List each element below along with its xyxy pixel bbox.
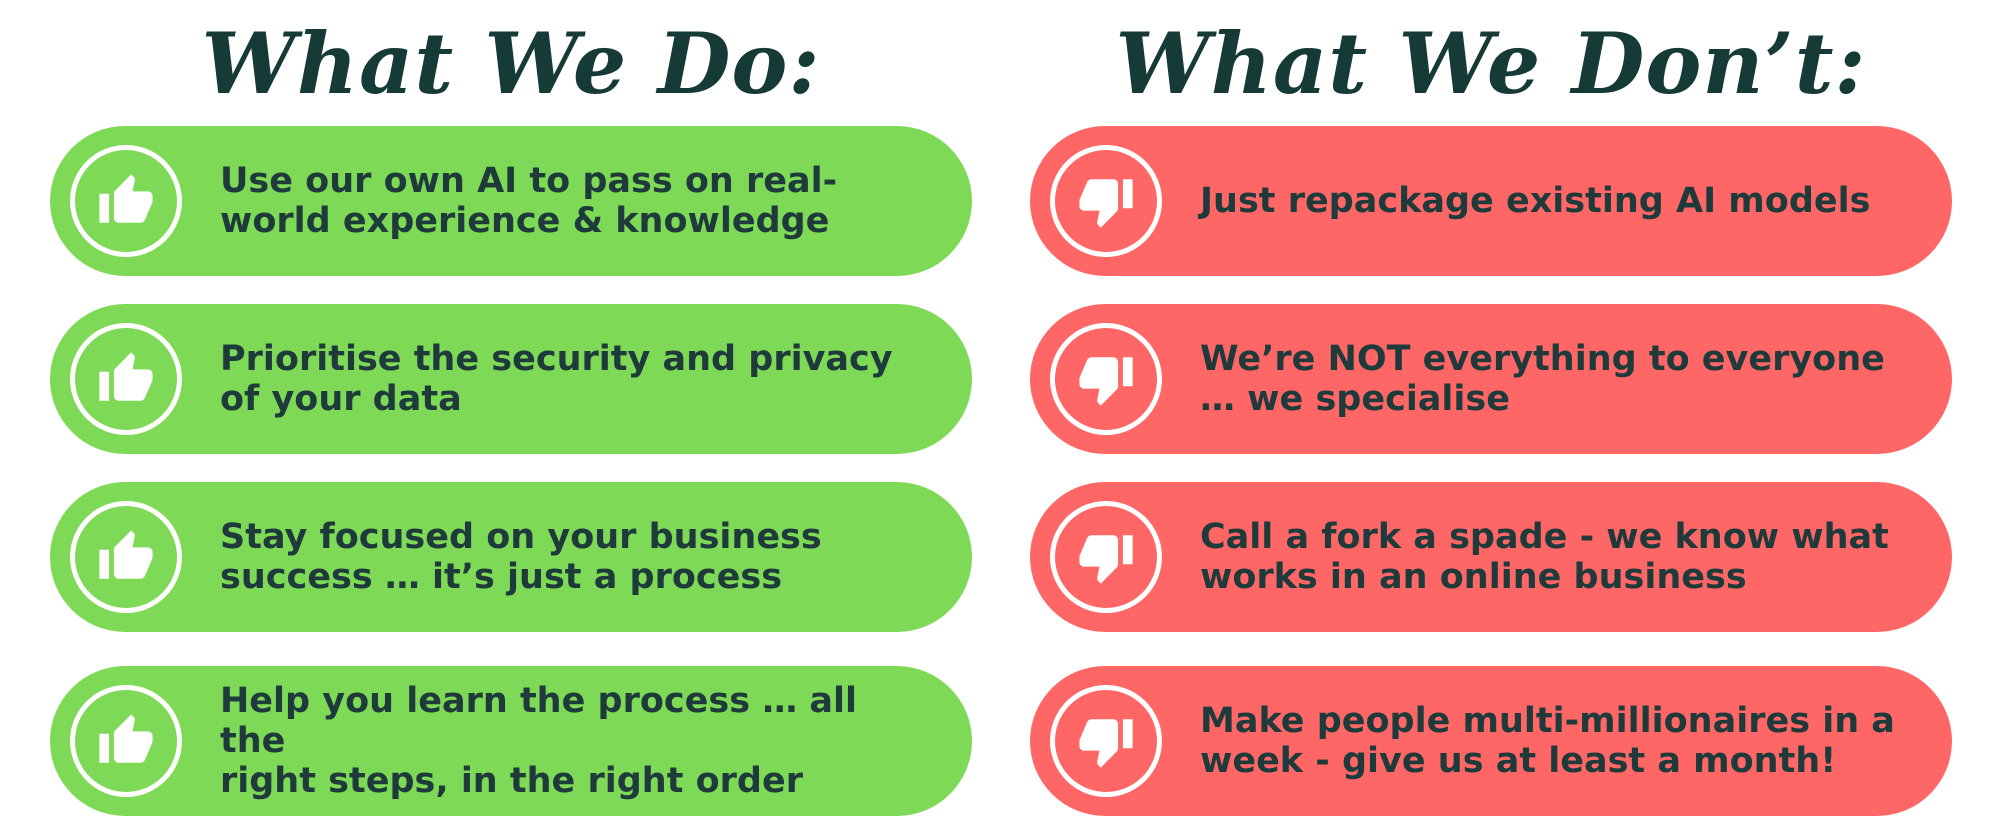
what-we-do-title: What We Do: bbox=[201, 13, 821, 113]
thumbs-down-icon bbox=[1050, 323, 1162, 435]
thumbs-up-icon bbox=[70, 323, 182, 435]
dont-item: Call a fork a spade - we know what works… bbox=[1030, 482, 1952, 632]
dont-item: We’re NOT everything to everyone … we sp… bbox=[1030, 304, 1952, 454]
what-we-do-column: What We Do: Use our own AI to pass on re… bbox=[50, 0, 972, 839]
thumbs-down-icon bbox=[1050, 145, 1162, 257]
what-we-dont-title: What We Don’t: bbox=[1115, 13, 1867, 113]
dont-item: Make people multi-millionaires in a week… bbox=[1030, 666, 1952, 816]
do-item-text: Help you learn the process … all the rig… bbox=[220, 681, 858, 801]
thumbs-up-icon bbox=[70, 501, 182, 613]
dont-item-text: Call a fork a spade - we know what works… bbox=[1200, 517, 1889, 597]
do-item: Help you learn the process … all the rig… bbox=[50, 666, 972, 816]
dont-item-text: We’re NOT everything to everyone … we sp… bbox=[1200, 339, 1885, 419]
what-we-dont-column: What We Don’t: Just repackage existing A… bbox=[1030, 0, 1952, 839]
do-item-text: Prioritise the security and privacy of y… bbox=[220, 339, 893, 419]
dont-item: Just repackage existing AI models bbox=[1030, 126, 1952, 276]
do-item-text: Use our own AI to pass on real- world ex… bbox=[220, 161, 838, 241]
do-item: Use our own AI to pass on real- world ex… bbox=[50, 126, 972, 276]
thumbs-down-icon bbox=[1050, 685, 1162, 797]
dont-item-text: Make people multi-millionaires in a week… bbox=[1200, 701, 1895, 781]
thumbs-up-icon bbox=[70, 685, 182, 797]
do-item-text: Stay focused on your business success … … bbox=[220, 517, 822, 597]
thumbs-up-icon bbox=[70, 145, 182, 257]
dont-item-text: Just repackage existing AI models bbox=[1200, 181, 1871, 221]
thumbs-down-icon bbox=[1050, 501, 1162, 613]
do-item: Prioritise the security and privacy of y… bbox=[50, 304, 972, 454]
do-item: Stay focused on your business success … … bbox=[50, 482, 972, 632]
